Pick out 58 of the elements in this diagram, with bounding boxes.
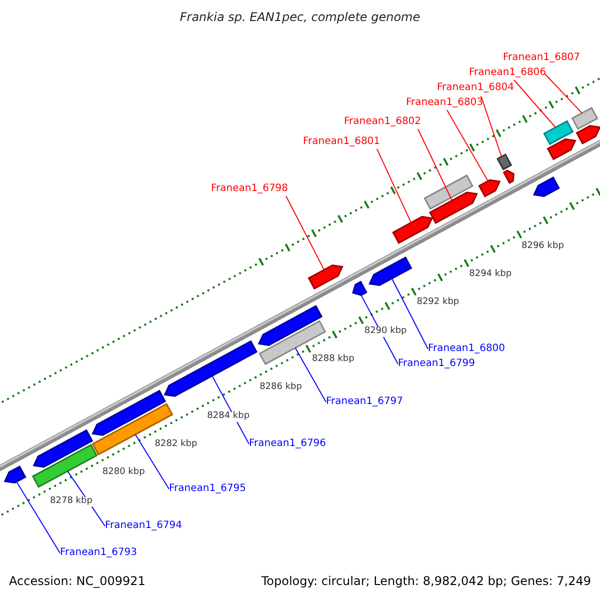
leader-line: [376, 148, 412, 224]
scale-label: 8278 kbp: [50, 496, 92, 507]
gene-feature: [92, 390, 166, 436]
leader-line: [418, 128, 452, 202]
gene-label: Franean1_6794: [105, 520, 182, 531]
gene-feature: [368, 256, 412, 286]
leader-line: [286, 196, 325, 270]
scale-label: 8286 kbp: [260, 383, 302, 394]
leader-line: [391, 278, 428, 350]
scale-label: 8292 kbp: [416, 298, 460, 308]
gene-label: Franean1_6807: [503, 52, 580, 63]
gene-feature: [258, 305, 323, 346]
gene-feature: [546, 138, 576, 160]
gene-feature: [32, 444, 98, 488]
gene-feature: [502, 170, 514, 184]
gene-label: Franean1_6799: [398, 358, 476, 369]
gene-feature: [392, 216, 434, 244]
gene-label: Franean1_6803: [406, 97, 484, 108]
scale-label: 8284 kbp: [207, 412, 250, 422]
gene-label: Franean1_6802: [344, 116, 422, 127]
leader-line: [134, 434, 170, 490]
leader-line: [514, 80, 556, 128]
gene-feature: [571, 106, 598, 130]
gene-label: Franean1_6806: [469, 67, 546, 78]
gene-label: Franean1_6801: [303, 136, 380, 147]
gene-label: Franean1_6797: [326, 396, 404, 407]
gene-feature: [424, 174, 474, 210]
gene-label: Franean1_6798: [211, 183, 288, 194]
gene-feature: [4, 465, 26, 484]
gene-label: Franean1_6804: [437, 82, 514, 93]
gene-feature: [164, 340, 258, 397]
footer-text: Accession: NC_009921: [9, 575, 146, 588]
leader-line: [480, 96, 502, 158]
scale-label: 8288 kbp: [312, 354, 354, 365]
leader-line: [446, 110, 488, 182]
title: Frankia sp. EAN1pec, complete genome: [178, 11, 422, 24]
gene-feature: [308, 264, 344, 290]
gene-label: Franean1_6793: [60, 547, 138, 558]
gene-feature: [532, 176, 560, 197]
scale-label: 8290 kbp: [364, 326, 407, 336]
gene-feature: [352, 280, 368, 296]
gene-feature: [576, 125, 600, 144]
leader-line: [16, 481, 60, 554]
gene-feature: [428, 192, 478, 224]
gene-label: Franean1_6800: [428, 343, 506, 354]
gene-label: Franean1_6795: [169, 483, 246, 494]
footer-text: Topology: circular; Length: 8,982,042 bp; Genes: 7,249: [261, 575, 591, 588]
gene-feature: [478, 179, 501, 198]
gene-feature: [543, 120, 574, 146]
scale-label: 8280 kbp: [102, 468, 145, 478]
gene-feature: [32, 429, 94, 468]
leader-line: [294, 347, 326, 402]
scale-label: 8282 kbp: [154, 440, 198, 450]
scale-label: 8296 kbp: [522, 242, 564, 252]
scale-label: 8294 kbp: [469, 270, 512, 280]
gene-label: Franean1_6796: [249, 438, 326, 449]
gene-feature: [496, 153, 512, 170]
leader-line: [544, 74, 582, 114]
